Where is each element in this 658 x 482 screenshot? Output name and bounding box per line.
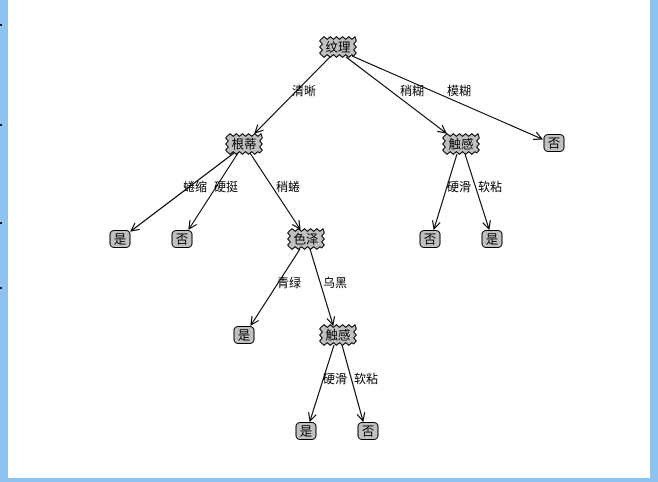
edge-label: 清晰 [292,84,316,98]
leaf-node: 否 [419,230,441,248]
tick-mark [0,24,2,26]
edge-arrow [309,248,333,325]
leaf-node-box [171,230,193,248]
edge-arrow [131,152,235,231]
decision-node-box [287,227,325,250]
leaf-node-box [233,326,255,344]
edge-label: 软粘 [354,371,378,386]
plot-canvas: 清晰稍糊模糊蜷缩硬挺稍蜷硬滑软粘青绿乌黑硬滑软粘 纹理根蒂触感否是否色泽否是是触… [8,0,650,478]
decision-node-box [442,132,480,155]
edge-label: 硬挺 [214,179,238,194]
leaf-node: 否 [171,230,193,248]
node-label: 触感 [325,328,350,343]
edge-label: 硬滑 [447,180,471,194]
leaf-node-box [481,230,503,248]
edge-arrow [341,344,363,421]
edge-arrow [351,55,542,139]
node-label: 色泽 [293,232,318,247]
leaf-node-box [419,230,441,248]
edge-label: 蜷缩 [183,179,207,194]
node-label: 否 [176,232,189,247]
edge-label: 乌黑 [323,275,347,290]
tick-mark [0,124,2,126]
decision-node-box [225,132,263,155]
decision-node-box [319,323,357,346]
node-label: 是 [114,232,127,247]
edge-arrow [251,248,301,325]
leaf-node: 是 [481,230,503,248]
leaf-node-box [543,134,565,152]
leaf-node: 是 [295,422,317,440]
edge-label: 硬滑 [323,372,347,386]
edge-label: 模糊 [447,83,471,98]
edge-arrow [249,152,300,229]
edge-arrow [310,344,335,421]
leaf-node: 否 [543,134,565,152]
leaf-node-box [357,422,379,440]
edge-label: 稍蜷 [276,180,300,194]
edge-arrow [189,152,239,229]
leaf-node-box [295,422,317,440]
leaf-node: 否 [357,422,379,440]
edge-arrow [345,56,446,133]
edge-label: 青绿 [277,275,301,290]
decision-tree: 清晰稍糊模糊蜷缩硬挺稍蜷硬滑软粘青绿乌黑硬滑软粘 纹理根蒂触感否是否色泽否是是触… [109,35,565,440]
leaf-node-box [109,230,131,248]
tick-mark [0,222,2,224]
decision-node-box [319,35,357,58]
node-label: 是 [300,424,313,439]
node-label: 根蒂 [231,137,256,152]
node-label: 纹理 [325,40,351,55]
node-label: 否 [362,424,375,439]
node-label: 是 [238,328,251,343]
node-label: 否 [424,232,437,247]
decision-node: 纹理 [319,35,357,58]
edge-label: 稍糊 [400,83,424,98]
edge-label: 软粘 [478,179,502,194]
node-label: 是 [486,232,499,247]
tick-mark [0,287,2,289]
decision-node: 触感 [319,323,357,346]
edge-arrow [434,153,458,229]
edge-arrow [464,153,489,229]
edge-arrow [255,56,331,133]
node-label: 触感 [448,137,473,152]
window-left-border [0,0,8,481]
node-label: 否 [548,136,561,151]
leaf-node: 是 [109,230,131,248]
decision-node: 色泽 [287,227,325,250]
decision-node: 触感 [442,132,480,155]
leaf-node: 是 [233,326,255,344]
decision-node: 根蒂 [225,132,263,155]
